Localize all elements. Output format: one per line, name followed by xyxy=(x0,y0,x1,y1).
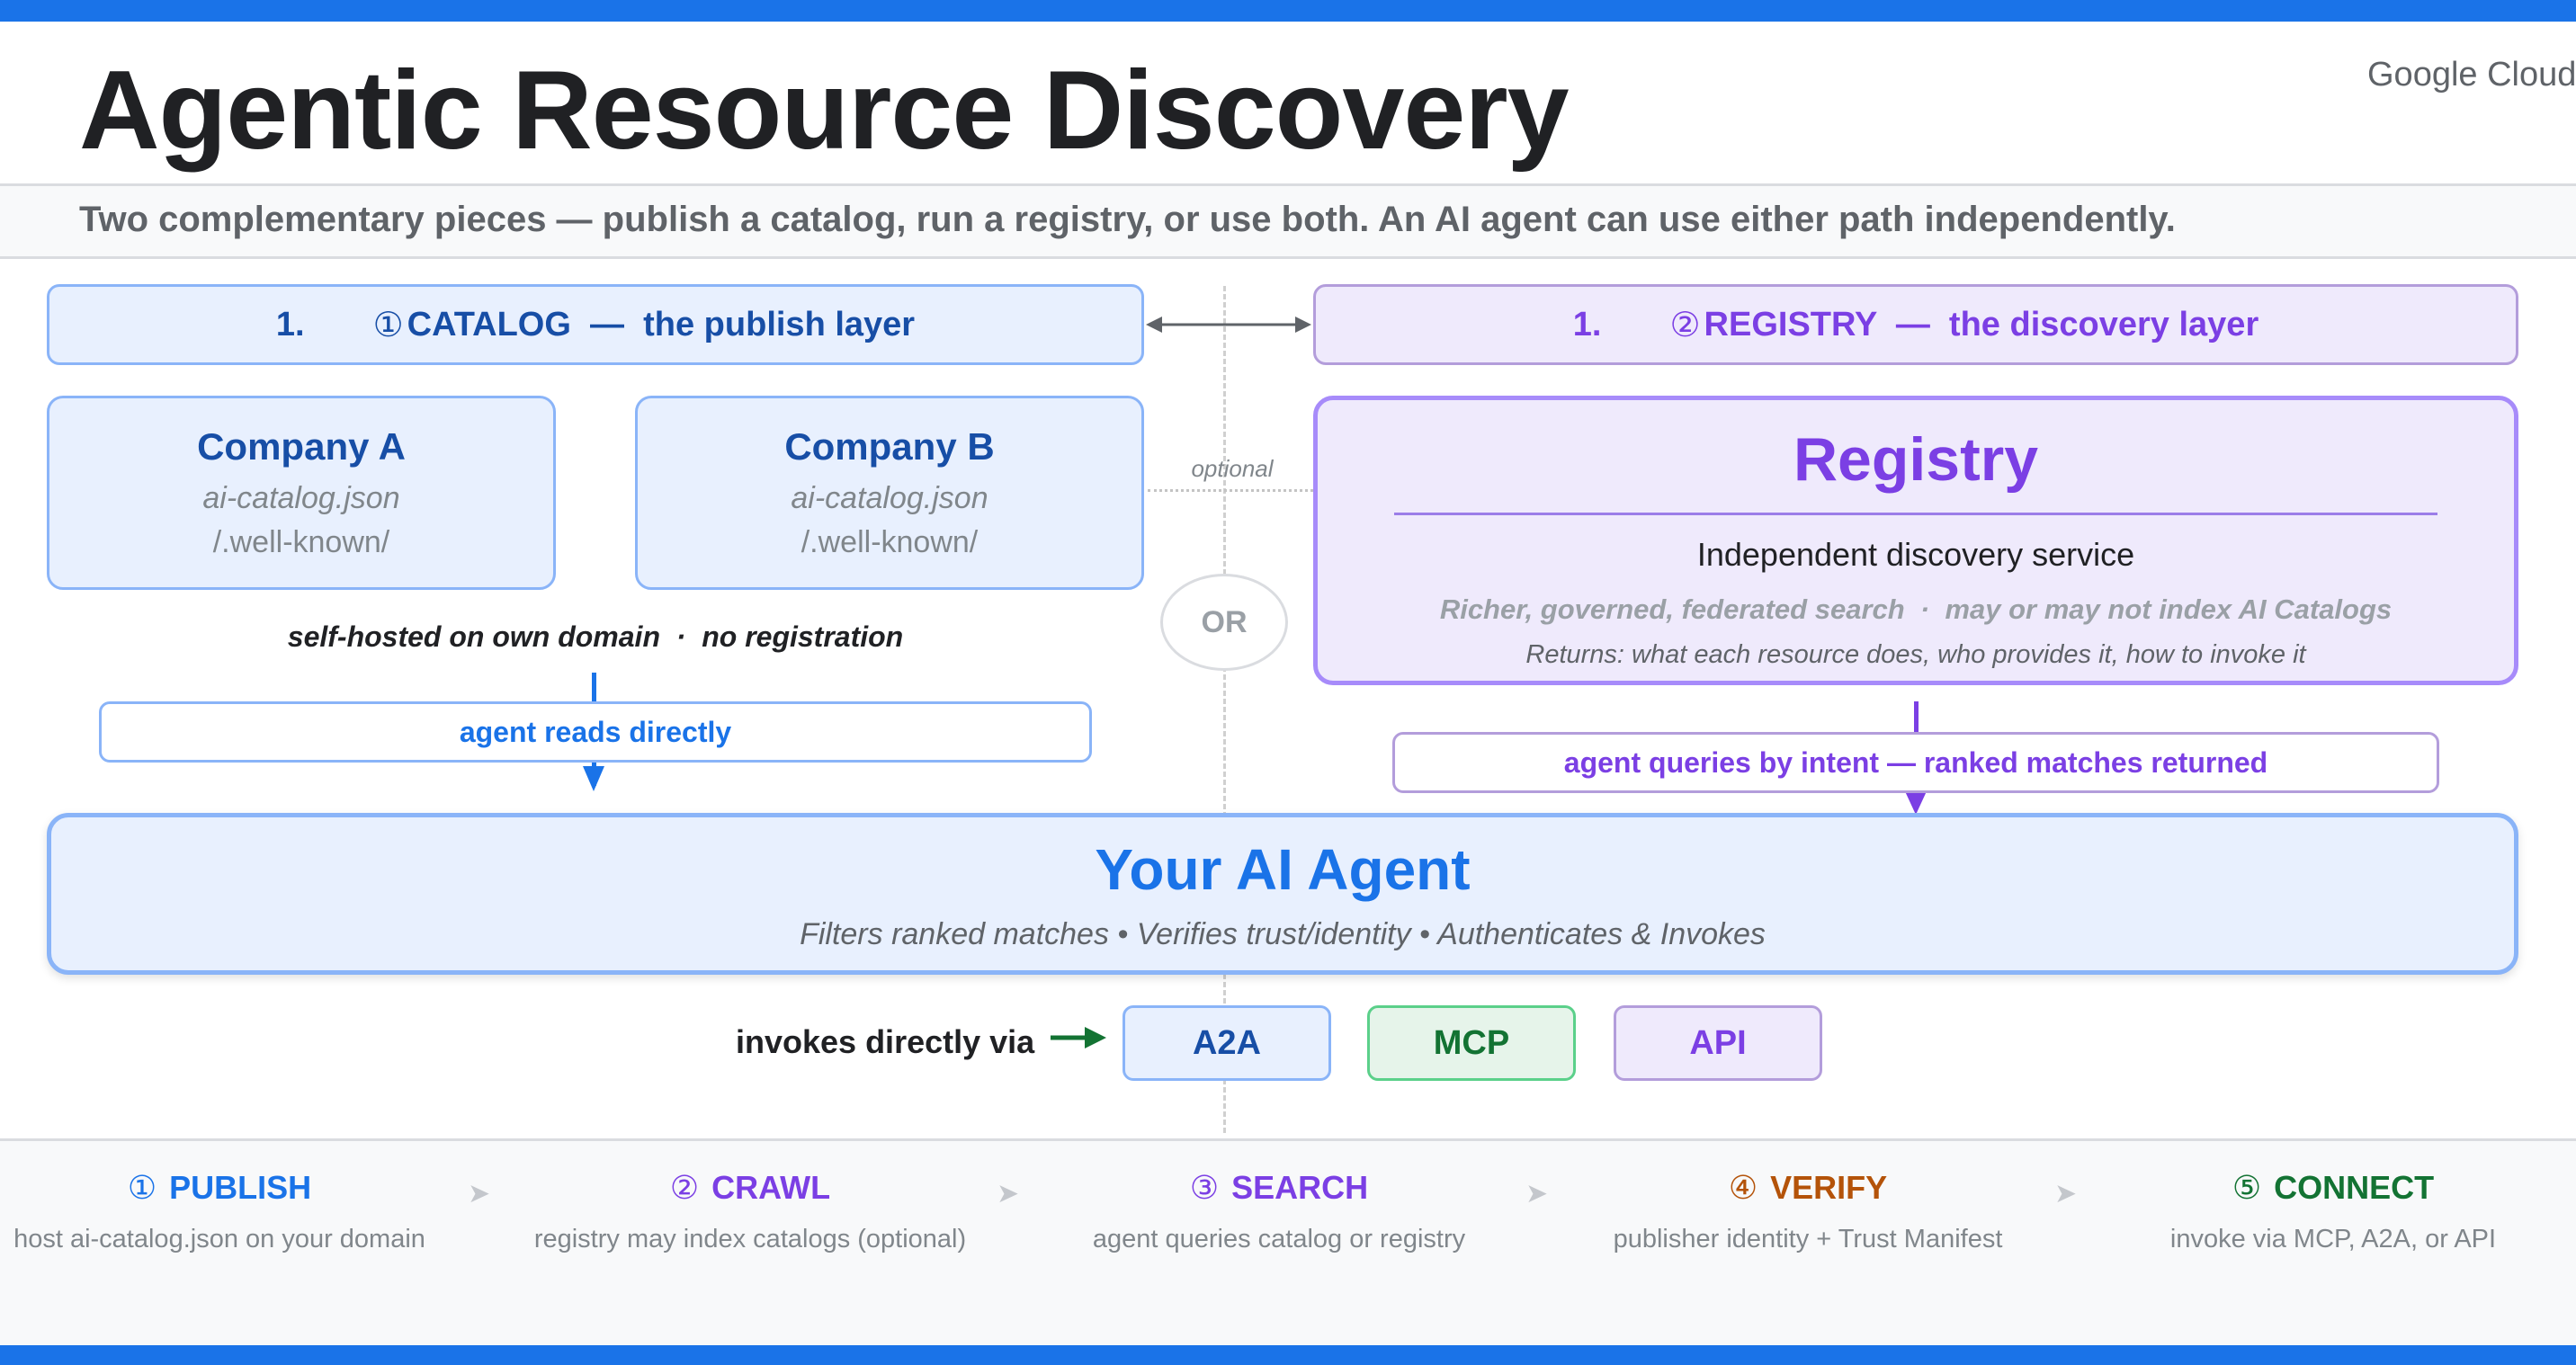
registry-description: Richer, governed, federated search · may… xyxy=(1439,593,2393,625)
registry-step-icon: ② xyxy=(1669,306,1701,344)
step-arrow-icon: ➤ xyxy=(1525,1179,1549,1209)
catalog-header-label: CATALOG — the publish layer xyxy=(407,305,916,343)
step-number-icon: ⑤ xyxy=(2232,1169,2262,1206)
company-catalog-file: ai-catalog.json xyxy=(791,481,988,515)
step-search: ③ SEARCH agent queries catalog or registr… xyxy=(1018,1169,1540,1254)
company-catalog-path: /.well-known/ xyxy=(212,525,390,559)
registry-title: Registry xyxy=(1793,425,2039,494)
step-arrow-icon: ➤ xyxy=(2054,1179,2078,1209)
step-title: CONNECT xyxy=(2274,1169,2435,1206)
step-description: invoke via MCP, A2A, or API xyxy=(2169,1225,2497,1253)
step-number-icon: ② xyxy=(669,1169,700,1206)
registry-header-number: 1. xyxy=(1572,305,1602,343)
company-catalog-file: ai-catalog.json xyxy=(202,481,400,515)
step-title: SEARCH xyxy=(1231,1169,1369,1206)
registry-header: 1. ② REGISTRY — the discovery layer xyxy=(1313,284,2518,365)
step-title: PUBLISH xyxy=(169,1169,312,1206)
agent-reads-directly-label: agent reads directly xyxy=(99,701,1092,763)
bidirectional-arrow-icon xyxy=(1146,317,1311,333)
company-name: Company B xyxy=(784,425,995,468)
step-connect: ⑤ CONNECT invoke via MCP, A2A, or API xyxy=(2072,1169,2576,1254)
ai-agent-card: Your AI Agent Filters ranked matches • V… xyxy=(47,813,2518,975)
steps-band xyxy=(0,1138,2576,1345)
brand-logo: Google Cloud xyxy=(2367,56,2576,94)
protocol-api: API xyxy=(1614,1005,1822,1081)
arrow-right-icon xyxy=(1051,1027,1106,1048)
invoke-label: invokes directly via xyxy=(736,1023,1035,1060)
page-title: Agentic Resource Discovery xyxy=(79,49,1570,173)
top-accent-bar xyxy=(0,0,2576,22)
center-divider xyxy=(1223,286,1226,1133)
hosting-note: self-hosted on own domain · no registrat… xyxy=(287,620,904,653)
catalog-step-icon: ① xyxy=(372,306,404,344)
catalog-connector-line xyxy=(592,673,596,701)
catalog-header-number: 1. xyxy=(275,305,305,343)
agent-queries-label: agent queries by intent — ranked matches… xyxy=(1392,732,2439,793)
bottom-accent-bar xyxy=(0,1345,2576,1365)
step-title: CRAWL xyxy=(711,1169,831,1206)
agent-title: Your AI Agent xyxy=(1095,836,1471,902)
step-arrow-icon: ➤ xyxy=(997,1179,1020,1209)
registry-subtitle: Independent discovery service xyxy=(1696,536,2135,573)
company-catalog-path: /.well-known/ xyxy=(801,525,979,559)
step-arrow-icon: ➤ xyxy=(468,1179,491,1209)
step-number-icon: ④ xyxy=(1728,1169,1758,1206)
agent-subtitle: Filters ranked matches • Verifies trust/… xyxy=(800,916,1766,951)
optional-label: optional xyxy=(1191,455,1274,482)
company-name: Company A xyxy=(197,425,406,468)
step-publish: ① PUBLISH host ai-catalog.json on your do… xyxy=(0,1169,480,1254)
company-a-card: Company A ai-catalog.json /.well-known/ xyxy=(47,396,556,590)
step-description: agent queries catalog or registry xyxy=(1092,1225,1466,1253)
registry-returns: Returns: what each resource does, who pr… xyxy=(1525,640,2306,669)
arrow-down-icon xyxy=(583,766,604,791)
registry-card xyxy=(1313,396,2518,685)
page-subtitle: Two complementary pieces — publish a cat… xyxy=(79,200,2176,239)
step-number-icon: ③ xyxy=(1189,1169,1220,1206)
arrow-down-icon xyxy=(1905,791,1927,815)
protocol-mcp: MCP xyxy=(1367,1005,1576,1081)
step-number-icon: ① xyxy=(127,1169,157,1206)
step-title: VERIFY xyxy=(1770,1169,1888,1206)
company-b-card: Company B ai-catalog.json /.well-known/ xyxy=(635,396,1144,590)
registry-divider xyxy=(1394,513,2437,515)
optional-dotted-connector xyxy=(1148,489,1313,492)
step-crawl: ② CRAWL registry may index catalogs (opti… xyxy=(489,1169,1011,1254)
step-description: host ai-catalog.json on your domain xyxy=(13,1225,425,1253)
protocol-a2a: A2A xyxy=(1123,1005,1331,1081)
step-verify: ④ VERIFY publisher identity + Trust Manif… xyxy=(1547,1169,2069,1254)
or-badge: OR xyxy=(1160,574,1288,671)
step-description: publisher identity + Trust Manifest xyxy=(1613,1225,2003,1253)
registry-connector-line xyxy=(1914,701,1919,732)
step-description: registry may index catalogs (optional) xyxy=(533,1225,967,1253)
registry-header-label: REGISTRY — the discovery layer xyxy=(1704,305,2259,343)
subtitle-band xyxy=(0,183,2576,259)
catalog-header: 1. ① CATALOG — the publish layer xyxy=(47,284,1144,365)
